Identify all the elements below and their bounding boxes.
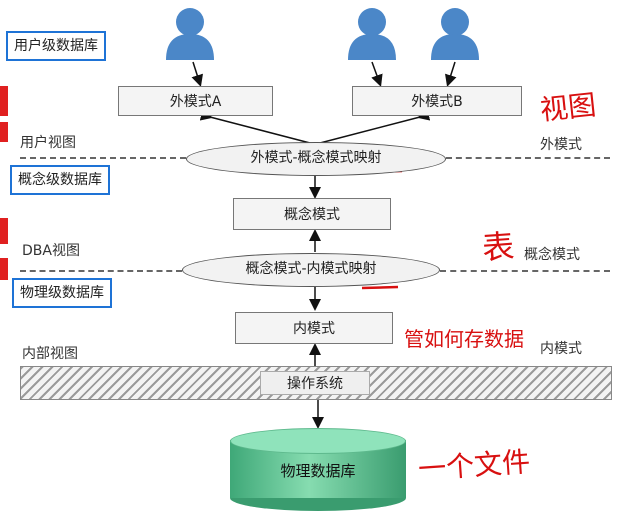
user-view-label: 用户视图 [20, 135, 76, 151]
user-icon [348, 8, 396, 60]
level-user-db: 用户级数据库 [6, 31, 106, 61]
arrow-b-mapping [319, 108, 431, 144]
external-schema-a: 外模式A [118, 86, 273, 116]
physical-database-label: 物理数据库 [280, 462, 356, 480]
mapping-external-conceptual: 外模式-概念模式映射 [186, 142, 446, 176]
internal-schema: 内模式 [235, 312, 393, 344]
right-label-internal: 内模式 [540, 341, 582, 357]
arrow-user-to-external-b-2 [445, 61, 457, 87]
database-cylinder-top [230, 428, 406, 454]
level-concept-db: 概念级数据库 [10, 165, 110, 195]
arrow-a-mapping [199, 108, 311, 144]
right-label-external: 外模式 [540, 137, 582, 153]
handwritten-storage-note: 管如何存数据 [404, 327, 524, 351]
dashed-line-dba-view-right [440, 270, 610, 272]
user-icon [166, 8, 214, 60]
red-underline [361, 285, 399, 290]
internal-view-label: 内部视图 [22, 346, 78, 362]
dashed-line-user-view [20, 157, 186, 159]
arrow-user-to-external-a [191, 61, 203, 87]
level-physical-db: 物理级数据库 [12, 278, 112, 308]
dashed-line-user-view-right [446, 157, 610, 159]
user-icon [431, 8, 479, 60]
dashed-line-dba-view [20, 270, 182, 272]
conceptual-schema: 概念模式 [233, 198, 391, 230]
handwritten-table-note: 表 [480, 226, 516, 268]
dba-view-label: DBA视图 [22, 243, 80, 259]
os-label: 操作系统 [260, 371, 370, 395]
external-schema-b: 外模式B [352, 86, 522, 116]
mapping-conceptual-internal: 概念模式-内模式映射 [182, 253, 440, 287]
handwritten-file-note: 一个文件 [417, 445, 532, 486]
arrow-user-to-external-b [371, 61, 383, 87]
edge-mark [0, 218, 8, 244]
edge-mark [0, 86, 8, 116]
right-label-conceptual: 概念模式 [524, 247, 580, 263]
handwritten-view-note: 视图 [538, 88, 598, 127]
edge-mark [0, 122, 8, 142]
edge-mark [0, 258, 8, 280]
